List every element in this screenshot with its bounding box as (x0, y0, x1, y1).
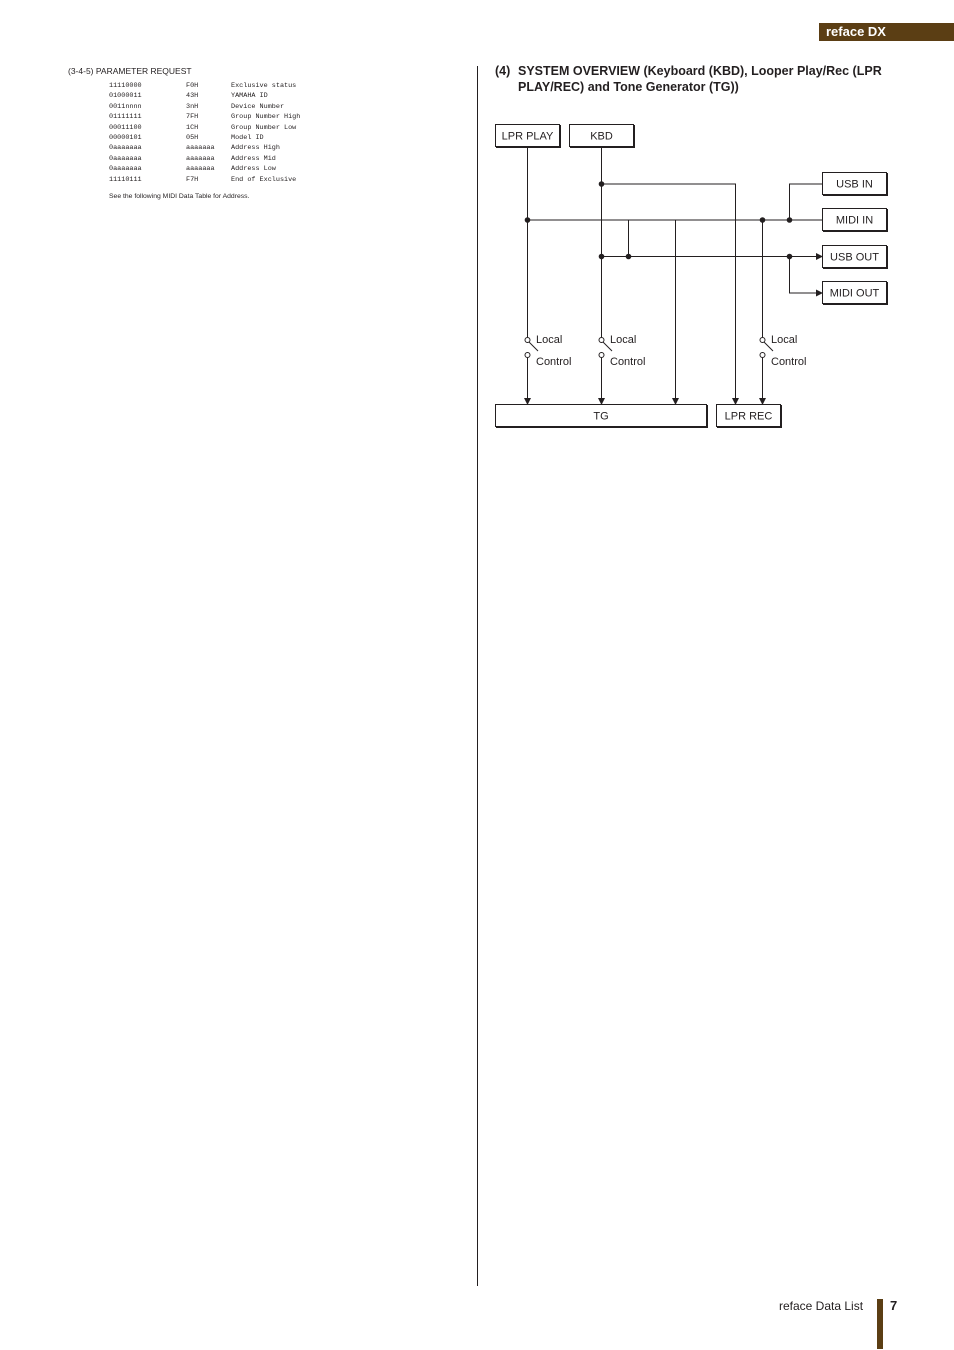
description-cell: Model ID (231, 133, 264, 142)
control-label: Control (771, 356, 806, 368)
tg-label: TG (593, 411, 608, 423)
hex-cell: 1CH (186, 123, 199, 132)
kbd-to-lpr-rec (601, 183, 739, 405)
description-cell: End of Exclusive (231, 175, 297, 184)
heading-number: (4) (495, 64, 511, 78)
hex-cell: 3nH (186, 102, 199, 111)
section-title: (3-4-5) PARAMETER REQUEST (68, 66, 192, 76)
hex-cell: F0H (186, 82, 199, 90)
binary-cell: 01000011 (109, 92, 142, 101)
description-cell: Exclusive status (231, 82, 297, 90)
binary-cell: 0011nnnn (109, 102, 142, 111)
junction-dot (524, 217, 531, 223)
footer-bar (877, 1299, 883, 1349)
switch-terminal (598, 337, 605, 343)
kbd-label: KBD (590, 131, 613, 143)
binary-cell: 00000101 (109, 133, 142, 142)
hex-cell: F7H (186, 175, 199, 184)
hex-cell: aaaaaaa (186, 165, 215, 174)
binary-cell: 11110000 (109, 82, 142, 90)
page-number: 7 (890, 1298, 898, 1313)
switch-lever (528, 341, 539, 352)
lpr-play-label: LPR PLAY (502, 131, 554, 143)
description-cell: Address Mid (231, 154, 276, 163)
binary-cell: 0aaaaaaa (109, 154, 142, 163)
local-label: Local (536, 334, 562, 346)
junction-dot (786, 253, 793, 260)
address-note: See the following MIDI Data Table for Ad… (109, 193, 250, 200)
junction-dot (759, 217, 766, 223)
switch-lever (763, 341, 774, 352)
usb-out-label: USB OUT (830, 252, 879, 264)
hex-cell: 7FH (186, 113, 199, 122)
usb-in-line (789, 183, 822, 220)
hex-cell: aaaaaaa (186, 154, 215, 163)
heading-text: SYSTEM OVERVIEW (Keyboard (KBD), Looper … (518, 64, 882, 94)
local-label: Local (771, 334, 797, 346)
description-cell: Address Low (231, 165, 276, 174)
binary-cell: 11110111 (109, 175, 142, 184)
switch-terminal (759, 337, 766, 343)
to-midi-out (789, 256, 823, 297)
binary-cell: 0aaaaaaa (109, 144, 142, 153)
description-cell: Address High (231, 144, 280, 153)
lpr-play-to-out (527, 219, 629, 257)
description-cell: Group Number High (231, 113, 301, 122)
footer-label: reface Data List (779, 1299, 864, 1313)
junction-dot (625, 253, 632, 260)
column-divider (477, 66, 478, 1286)
control-label: Control (610, 356, 645, 368)
brand-tab: reface DX (819, 23, 954, 41)
switch-terminal (598, 352, 605, 358)
local-label: Local (610, 334, 636, 346)
switch-terminal (759, 352, 766, 358)
binary-cell: 0aaaaaaa (109, 165, 142, 174)
description-cell: Device Number (231, 102, 285, 111)
in-to-tg (672, 219, 763, 405)
junction-dot (598, 181, 605, 187)
midi-in-label: MIDI IN (836, 215, 873, 227)
description-cell: YAMAHA ID (231, 92, 268, 101)
junction-dot (786, 217, 793, 223)
hex-cell: 43H (186, 92, 199, 101)
hex-cell: aaaaaaa (186, 144, 215, 153)
lpr-rec-label: LPR REC (725, 411, 773, 423)
description-cell: Group Number Low (231, 123, 297, 132)
midi-out-label: MIDI OUT (830, 288, 880, 300)
switch-terminal (524, 352, 531, 358)
control-label: Control (536, 356, 571, 368)
binary-cell: 00011100 (109, 123, 142, 132)
switch-lever (602, 341, 613, 352)
usb-in-label: USB IN (836, 179, 873, 191)
binary-cell: 01111111 (109, 113, 142, 122)
switch-terminal (524, 337, 531, 343)
junction-dot (598, 253, 605, 260)
hex-cell: 05H (186, 133, 199, 142)
